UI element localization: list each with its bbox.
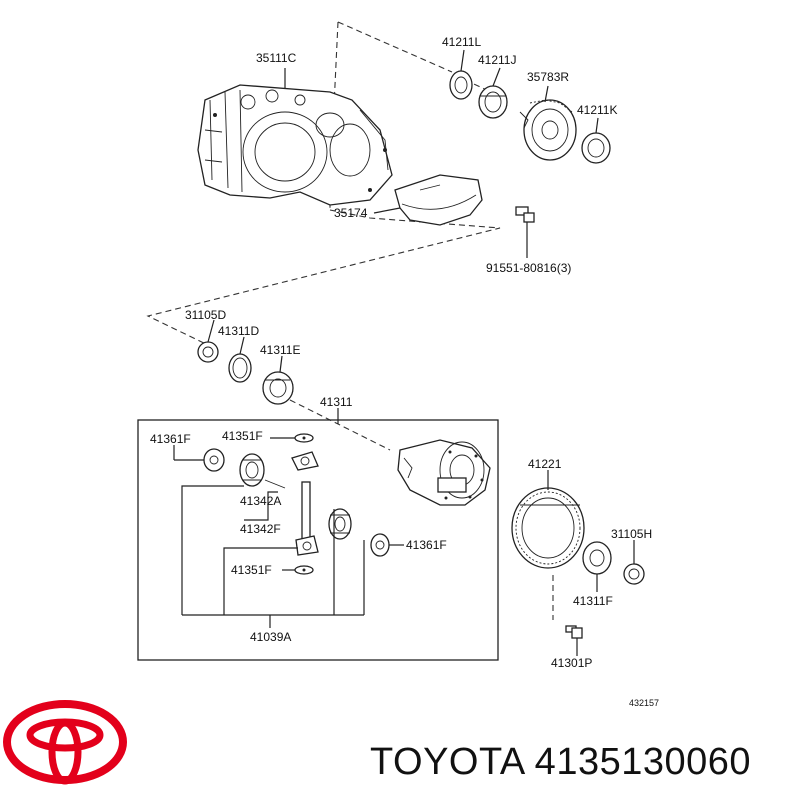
kit-bracket	[181, 485, 365, 628]
gear-35783R	[519, 99, 577, 161]
shim-41311D	[228, 353, 252, 383]
brand-caption: TOYOTA 4135130060	[370, 741, 751, 783]
washer-41361F-right	[370, 533, 390, 557]
label-41361F-left: 41361F	[150, 432, 191, 446]
side-gear-right	[328, 508, 352, 540]
pin-41342A	[264, 479, 286, 489]
differential-kit-box	[137, 419, 499, 661]
washer-41361F-left	[203, 448, 225, 472]
leader-35783R	[544, 85, 549, 103]
ring-gear-41221	[511, 487, 585, 569]
leader-35174	[373, 207, 401, 214]
label-35783R: 35783R	[527, 70, 569, 84]
seal-31105H	[623, 563, 645, 585]
label-41311F: 41311F	[573, 594, 613, 608]
shaft-41342F	[301, 481, 311, 545]
leader-41211K	[595, 117, 599, 134]
label-31105D: 31105D	[185, 308, 226, 322]
pinion-gear-top	[291, 451, 319, 471]
transmission-case-35111C	[197, 84, 393, 206]
side-gear-left	[239, 453, 265, 487]
leader-41311E	[279, 355, 283, 373]
leader-41211J	[492, 67, 501, 87]
diagram-number: 432157	[629, 698, 659, 708]
label-41039A: 41039A	[250, 630, 291, 644]
bearing-41311F	[582, 541, 612, 575]
bolt-41301P	[565, 625, 583, 639]
bearing-41311E	[262, 371, 294, 405]
label-41311E: 41311E	[260, 343, 300, 357]
toyota-logo-icon	[3, 700, 127, 785]
leader-31105D	[207, 319, 215, 343]
label-41211L: 41211L	[442, 35, 481, 49]
label-41351F-bottom: 41351F	[231, 563, 272, 577]
seal-41211L	[449, 70, 473, 100]
cover-35174	[394, 174, 483, 226]
label-31105H: 31105H	[611, 527, 652, 541]
washer-41351F-bottom	[294, 565, 314, 575]
bolt-91551	[515, 206, 535, 223]
pinion-gear-bottom	[295, 535, 319, 556]
label-41361F-right: 41361F	[406, 538, 447, 552]
label-91551-80816: 91551-80816(3)	[486, 261, 571, 275]
label-35174: 35174	[334, 206, 368, 220]
leader-41211L	[460, 49, 465, 72]
seal-31105D	[197, 341, 219, 363]
label-35111C: 35111C	[256, 51, 297, 65]
label-41211J: 41211J	[478, 53, 516, 67]
washer-41351F-top	[294, 433, 314, 443]
bearing-41211K	[581, 132, 611, 164]
bearing-41211J	[478, 85, 508, 119]
label-41351F-top: 41351F	[222, 429, 263, 443]
label-41211K: 41211K	[577, 103, 617, 117]
label-41342F: 41342F	[240, 522, 281, 536]
label-41342A: 41342A	[240, 494, 281, 508]
differential-case-41311	[397, 439, 491, 506]
leader-41311D	[239, 336, 245, 355]
label-41221: 41221	[528, 457, 562, 471]
label-41301P: 41301P	[551, 656, 592, 670]
label-41311D: 41311D	[218, 324, 259, 338]
label-41311: 41311	[320, 395, 353, 409]
